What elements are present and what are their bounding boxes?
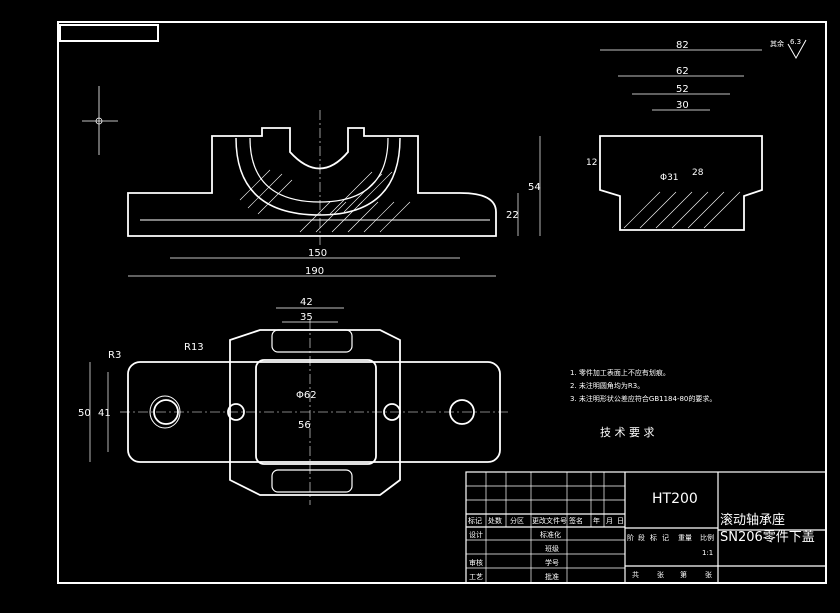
row-review: 审核 bbox=[469, 558, 483, 567]
dim-82: 82 bbox=[676, 40, 689, 51]
row-process: 工艺 bbox=[469, 573, 483, 581]
material-label: HT200 bbox=[652, 491, 698, 507]
dim-41: 41 bbox=[98, 408, 111, 419]
col-class: 班级 bbox=[545, 544, 559, 553]
dim-12: 12 bbox=[586, 158, 597, 168]
front-view: 150 190 22 54 bbox=[127, 110, 541, 277]
dim-56: 56 bbox=[298, 420, 311, 431]
sheet-total: 共 bbox=[632, 570, 639, 579]
stage-1: 阶 bbox=[627, 533, 634, 542]
dim-42: 42 bbox=[300, 297, 313, 308]
stage-4: 记 bbox=[662, 534, 669, 542]
hdr-count: 处数 bbox=[488, 516, 502, 525]
dim-30: 30 bbox=[676, 100, 689, 111]
outer-border bbox=[57, 21, 827, 584]
note-2: 2. 未注明圆角均为R3。 bbox=[570, 381, 644, 390]
stage-2: 段 bbox=[638, 533, 645, 542]
part-name-line1: 滚动轴承座 bbox=[720, 512, 785, 528]
side-view: 82 62 52 30 12 Φ31 28 bbox=[586, 40, 763, 231]
hdr-month: 月 bbox=[606, 517, 613, 525]
top-view: 42 35 Φ62 56 50 41 R3 R13 bbox=[78, 297, 510, 505]
dim-150: 150 bbox=[308, 248, 327, 259]
svg-text:6.3: 6.3 bbox=[790, 38, 801, 46]
note-1: 1. 零件加工表面上不应有划痕。 bbox=[570, 368, 670, 377]
hdr-change: 更改文件号 bbox=[532, 516, 567, 525]
col-id: 学号 bbox=[545, 558, 559, 567]
hdr-mark: 标记 bbox=[468, 516, 482, 525]
dim-50: 50 bbox=[78, 408, 91, 419]
dim-r3: R3 bbox=[108, 350, 121, 361]
col-approve: 批准 bbox=[545, 572, 559, 581]
crosshair-mark bbox=[82, 86, 118, 155]
technical-notes: 1. 零件加工表面上不应有划痕。 2. 未注明圆角均为R3。 3. 未注明形状公… bbox=[570, 368, 716, 439]
sheet-unit1: 张 bbox=[657, 570, 664, 579]
dim-r13: R13 bbox=[184, 342, 204, 353]
hdr-year: 年 bbox=[593, 516, 600, 525]
roughness-label: 其余 bbox=[770, 39, 784, 48]
scale-value: 1:1 bbox=[702, 549, 713, 557]
hdr-day: 日 bbox=[617, 517, 624, 525]
hdr-sign: 签名 bbox=[569, 516, 583, 525]
sheet-unit2: 张 bbox=[705, 570, 712, 579]
col-standard: 标准化 bbox=[540, 530, 561, 539]
row-design: 设计 bbox=[469, 530, 483, 539]
dim-35: 35 bbox=[300, 312, 313, 323]
notes-heading: 技 术 要 求 bbox=[600, 426, 655, 439]
corner-box bbox=[59, 24, 159, 42]
dim-52: 52 bbox=[676, 84, 689, 95]
title-block: HT200 滚动轴承座 SN206零件下盖 标记 处数 分区 更改文件号 签名 … bbox=[465, 471, 827, 584]
note-3: 3. 未注明形状公差应符合GB1184-80的要求。 bbox=[570, 394, 716, 403]
hdr-zone: 分区 bbox=[510, 516, 524, 525]
dim-22: 22 bbox=[506, 210, 519, 221]
dim-phi62: Φ62 bbox=[296, 390, 317, 401]
stage-3: 标 bbox=[650, 533, 657, 542]
dim-190: 190 bbox=[305, 266, 324, 277]
weight-label: 重量 bbox=[678, 534, 692, 542]
part-name-line2: SN206零件下盖 bbox=[720, 530, 815, 545]
dim-62: 62 bbox=[676, 66, 689, 77]
dim-28: 28 bbox=[692, 168, 704, 178]
dim-phi31: Φ31 bbox=[660, 173, 679, 183]
sheet-num: 第 bbox=[680, 570, 687, 579]
scale-label: 比例 bbox=[700, 533, 714, 542]
roughness-symbol: 其余 6.3 bbox=[770, 38, 807, 60]
dim-54: 54 bbox=[528, 182, 541, 193]
